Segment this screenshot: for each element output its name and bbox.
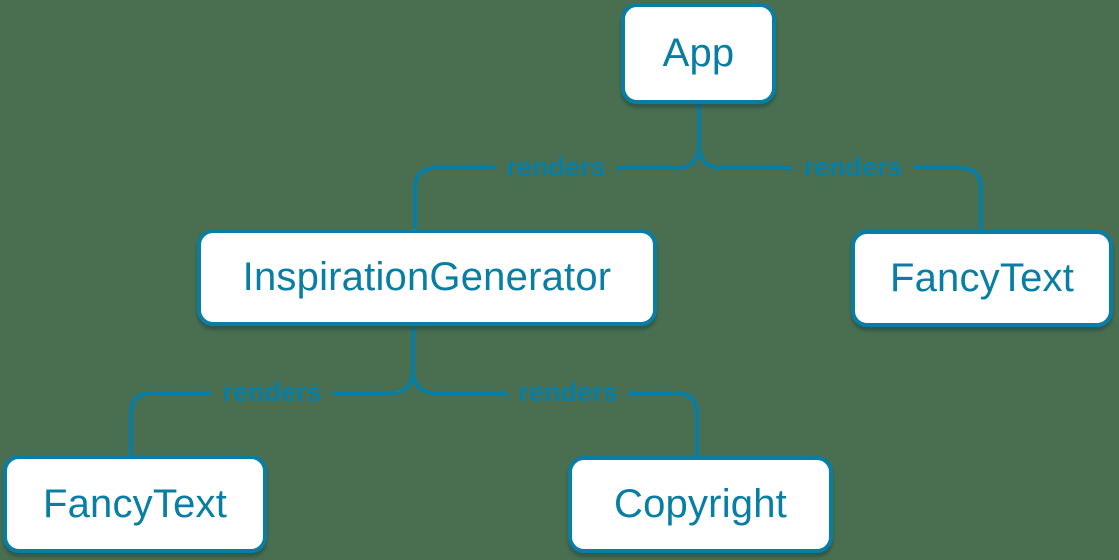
node-copyright-label: Copyright xyxy=(614,482,787,526)
node-inspirationgenerator: InspirationGenerator xyxy=(197,229,657,326)
node-copyright: Copyright xyxy=(568,456,833,553)
node-fancytext-top: FancyText xyxy=(851,230,1113,327)
node-app-label: App xyxy=(662,31,735,75)
node-inspirationgenerator-label: InspirationGenerator xyxy=(242,255,612,299)
edge-label-app-fancytext: renders xyxy=(792,152,914,183)
edge-label-inspirationgenerator-fancytext: renders xyxy=(211,377,333,408)
node-fancytext-top-label: FancyText xyxy=(889,256,1075,300)
node-fancytext-bottom-label: FancyText xyxy=(42,481,228,526)
node-app: App xyxy=(621,3,776,104)
edge-label-inspirationgenerator-copyright: renders xyxy=(507,377,629,408)
edge-label-app-inspirationgenerator: renders xyxy=(495,152,617,183)
node-fancytext-bottom: FancyText xyxy=(3,455,267,553)
